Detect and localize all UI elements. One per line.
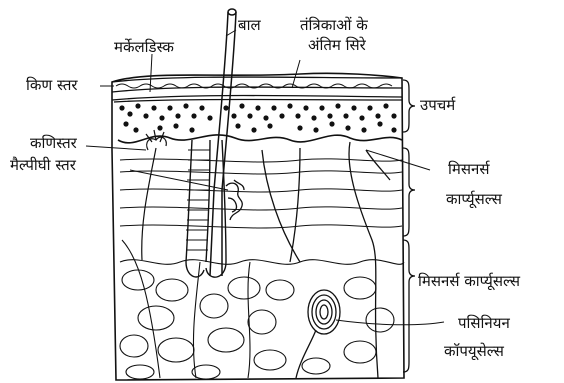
dermis-wavy-lines: [120, 159, 402, 228]
label-granular-layer: कणिस्तर: [30, 134, 77, 152]
label-epidermis: उपचर्म: [420, 96, 455, 114]
layer-braces: [403, 80, 415, 372]
hair-shaft: [210, 9, 236, 276]
label-pacinian-line-2: कॉपयूसेल्स: [444, 342, 504, 360]
label-meissner-corpuscles-line-2: कार्प्यूसल्स: [446, 190, 502, 208]
horny-layer-band: [112, 77, 402, 100]
label-merkel-disc: मर्केलडिस्क: [114, 38, 174, 56]
label-nerve-endings-line-2: अंतिम सिरे: [308, 36, 366, 54]
merkel-disc-structure: [226, 180, 244, 220]
granular-layer-dots: [119, 103, 396, 132]
fat-cells-hypodermis: [120, 240, 404, 379]
label-meissner-corpuscles-2: मिसनर्स कार्प्यूसल्स: [418, 272, 520, 290]
label-malpighian-layer: मैल्पीघी स्तर: [10, 156, 76, 174]
label-meissner-corpuscles-line-1: मिसनर्स: [448, 160, 489, 178]
label-nerve-endings-line-1: तंत्रिकाओं के: [300, 16, 368, 34]
label-pacinian-line-1: पसिनियन: [458, 314, 510, 332]
label-horny-layer: किण स्तर: [26, 76, 78, 94]
label-hair: बाल: [238, 16, 261, 34]
